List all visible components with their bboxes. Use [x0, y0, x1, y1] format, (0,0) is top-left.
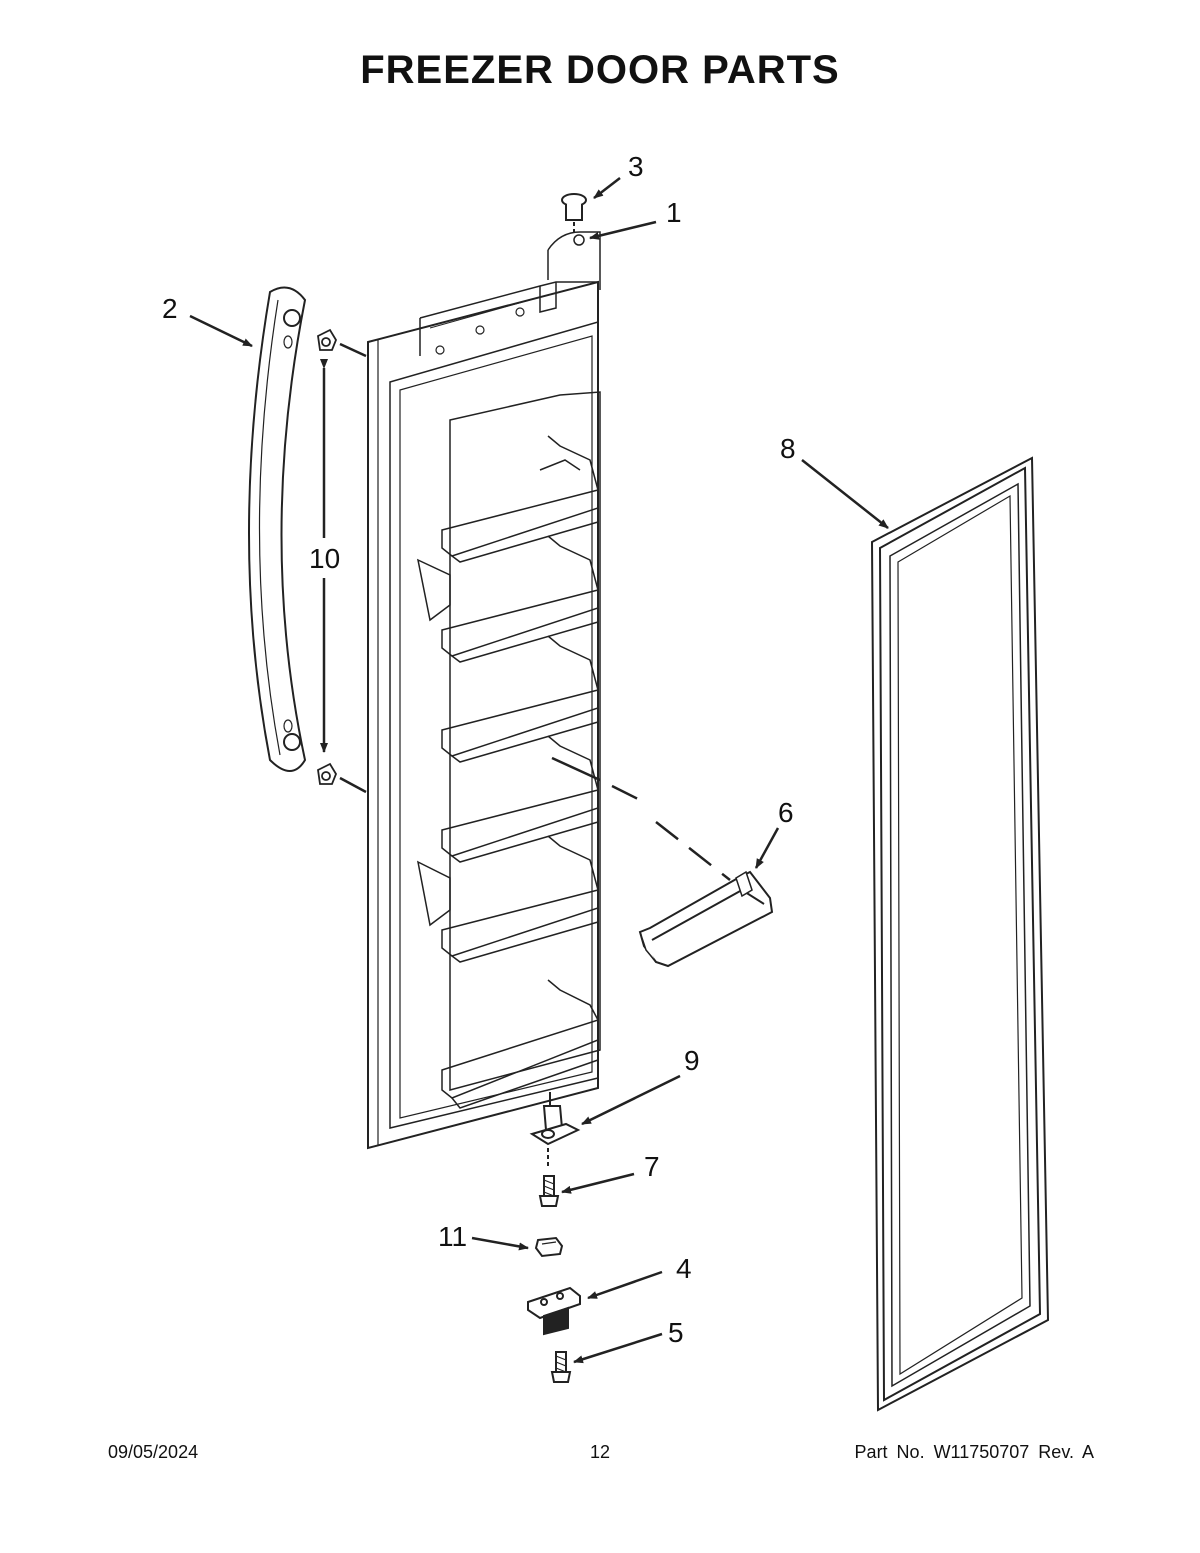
footer-page-number: 12 [589, 1442, 611, 1462]
callout-4: 4 [676, 1253, 692, 1284]
bottom-hinge-pin [529, 1092, 581, 1168]
hinge-screw [538, 1175, 560, 1207]
callout-3: 3 [628, 151, 644, 182]
door-bin [441, 979, 599, 1109]
hinge-shim [534, 1236, 564, 1258]
handle-stud-top [317, 328, 338, 351]
door-bin-part [638, 870, 774, 968]
door-bin [441, 635, 599, 763]
bottom-hinge [527, 1286, 581, 1336]
footer-date: 09/05/2024 [108, 1442, 199, 1462]
door-gasket [870, 456, 1050, 1412]
callout-arrows [189, 177, 889, 1364]
callout-5: 5 [668, 1317, 684, 1348]
callout-8: 8 [780, 433, 796, 464]
callout-6: 6 [778, 797, 794, 828]
handle-stud-bottom [317, 762, 338, 785]
door-bin [441, 435, 599, 563]
callout-11: 11 [438, 1221, 467, 1252]
page-title: FREEZER DOOR PARTS [360, 48, 840, 92]
door-bin [416, 835, 599, 963]
freezer-door [367, 231, 601, 1150]
bin-install-line [551, 756, 731, 881]
stud-leader-lines [339, 342, 367, 794]
callout-2: 2 [162, 293, 178, 324]
callout-1: 1 [666, 197, 682, 228]
door-bins [416, 435, 599, 1109]
callout-7: 7 [644, 1151, 660, 1182]
callout-10: 10 [309, 543, 340, 574]
door-bin [441, 735, 599, 863]
hinge-bushing [561, 193, 587, 236]
door-handle [248, 286, 307, 772]
door-bin [416, 535, 599, 663]
callout-9: 9 [684, 1045, 700, 1076]
footer-part-number: Part No. W11750707 Rev. A [854, 1442, 1094, 1462]
hinge-mounting-screw [550, 1351, 572, 1383]
